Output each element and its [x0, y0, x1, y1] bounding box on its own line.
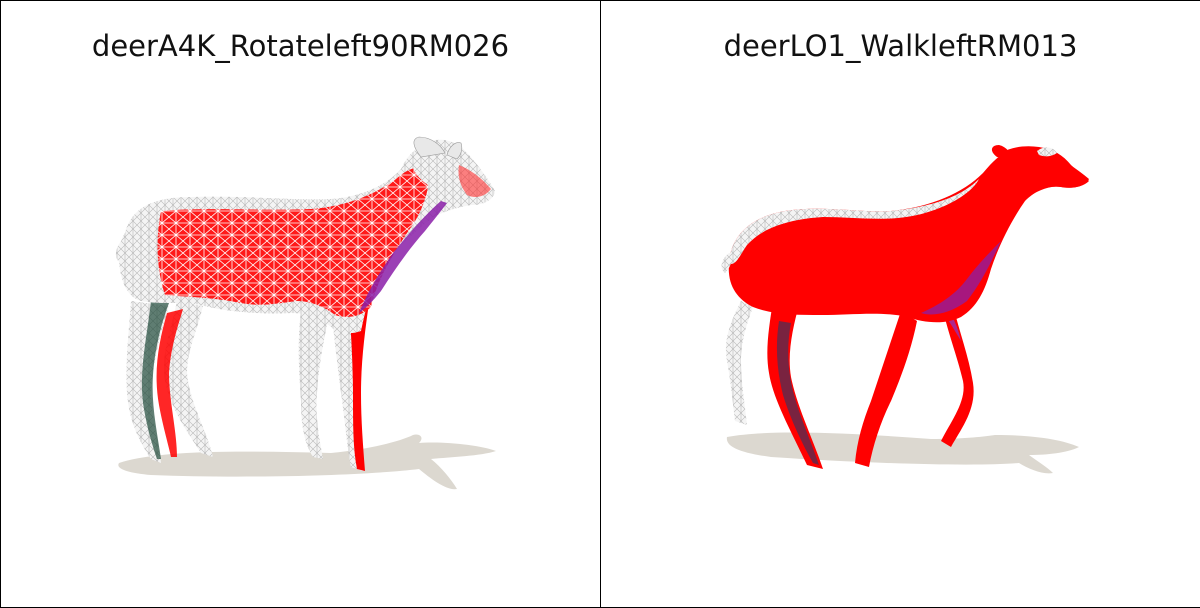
deer-hind-leg-shading [156, 309, 183, 457]
left-panel-title: deerA4K_Rotateleft90RM026 [91, 29, 510, 63]
right-panel: deerLO1_WalkleftRM013 [601, 1, 1200, 607]
deer-chest-purple [359, 201, 447, 313]
deer-ear-2 [446, 142, 463, 160]
deer-back-highlight [729, 179, 979, 264]
deer-muzzle-red [458, 165, 491, 197]
deer-fore-leg-front [855, 311, 917, 467]
deer-hind-leg-back [725, 301, 753, 425]
right-deer-render [721, 145, 1089, 474]
deer-body-red-region [157, 166, 430, 317]
deer-ear [413, 136, 446, 158]
deer-fore-leg-red [349, 301, 369, 471]
deer-fore-leg-back [298, 311, 329, 459]
left-panel: deerA4K_Rotateleft90RM026 [1, 1, 600, 607]
left-deer-render [115, 136, 496, 490]
deer-fore-leg-back [941, 301, 974, 447]
deer-tail [721, 253, 732, 273]
deer-hind-leg-dark [141, 301, 169, 459]
deer-shadow [726, 432, 1079, 474]
deer-chest-purple [921, 241, 1001, 315]
deer-hind-leg-front [164, 301, 213, 457]
deer-ear-gray [1037, 147, 1057, 157]
deer-body [728, 147, 1089, 323]
deer-tail [115, 239, 128, 263]
deer-shadow [118, 434, 496, 490]
deer-ear [991, 145, 1011, 159]
deer-hind-leg-dark [776, 321, 819, 465]
right-panel-title: deerLO1_WalkleftRM013 [723, 29, 1078, 63]
deer-head [1001, 146, 1089, 199]
